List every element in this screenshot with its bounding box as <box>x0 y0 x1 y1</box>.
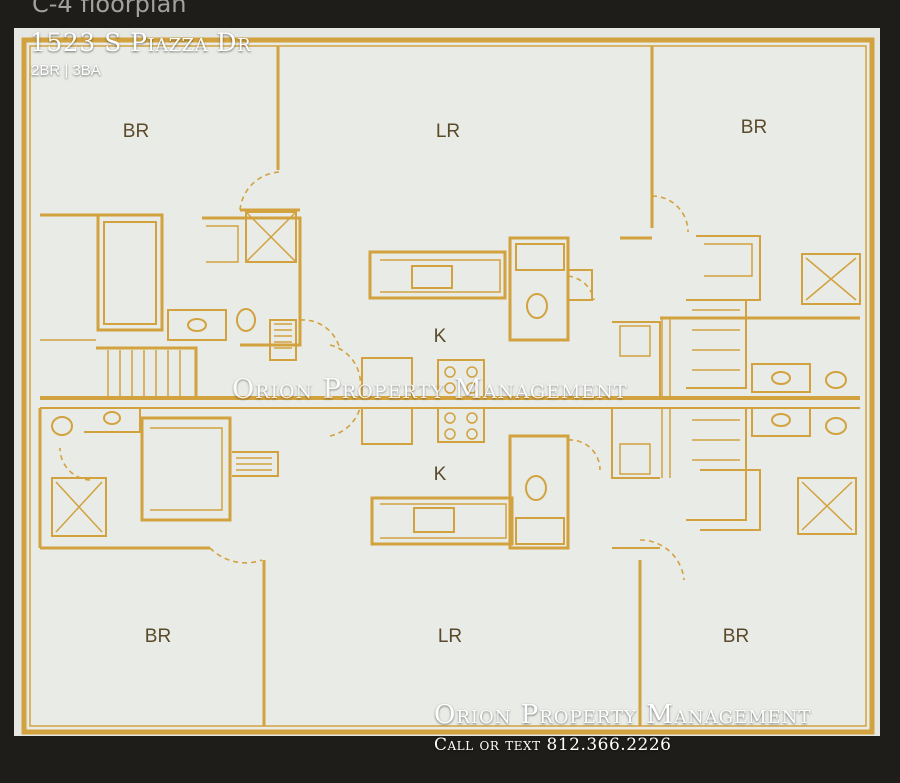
room-label-lr-upper: LR <box>436 121 460 142</box>
room-label-lr-lower: LR <box>438 626 462 647</box>
watermark-center: Orion Property Management <box>232 374 628 405</box>
property-address: 1523 S Piazza Dr <box>30 28 252 57</box>
room-label-k-upper: K <box>434 326 447 347</box>
door-swings <box>59 171 689 581</box>
beds-baths-label: 2BR | 3BA <box>31 62 101 79</box>
room-label-br-lower-left: BR <box>145 626 171 647</box>
watermark-contact-phone: Call or text 812.366.2226 <box>434 735 672 755</box>
walls <box>21 37 875 735</box>
room-label-br-lower-right: BR <box>723 626 749 647</box>
watermark-company-name: Orion Property Management <box>434 700 812 730</box>
floorplan-title-fragment: C-4 floorplan <box>32 0 187 18</box>
room-label-k-lower: K <box>434 464 447 485</box>
room-label-br-upper-right: BR <box>741 117 767 138</box>
room-label-br-upper-left: BR <box>123 121 149 142</box>
